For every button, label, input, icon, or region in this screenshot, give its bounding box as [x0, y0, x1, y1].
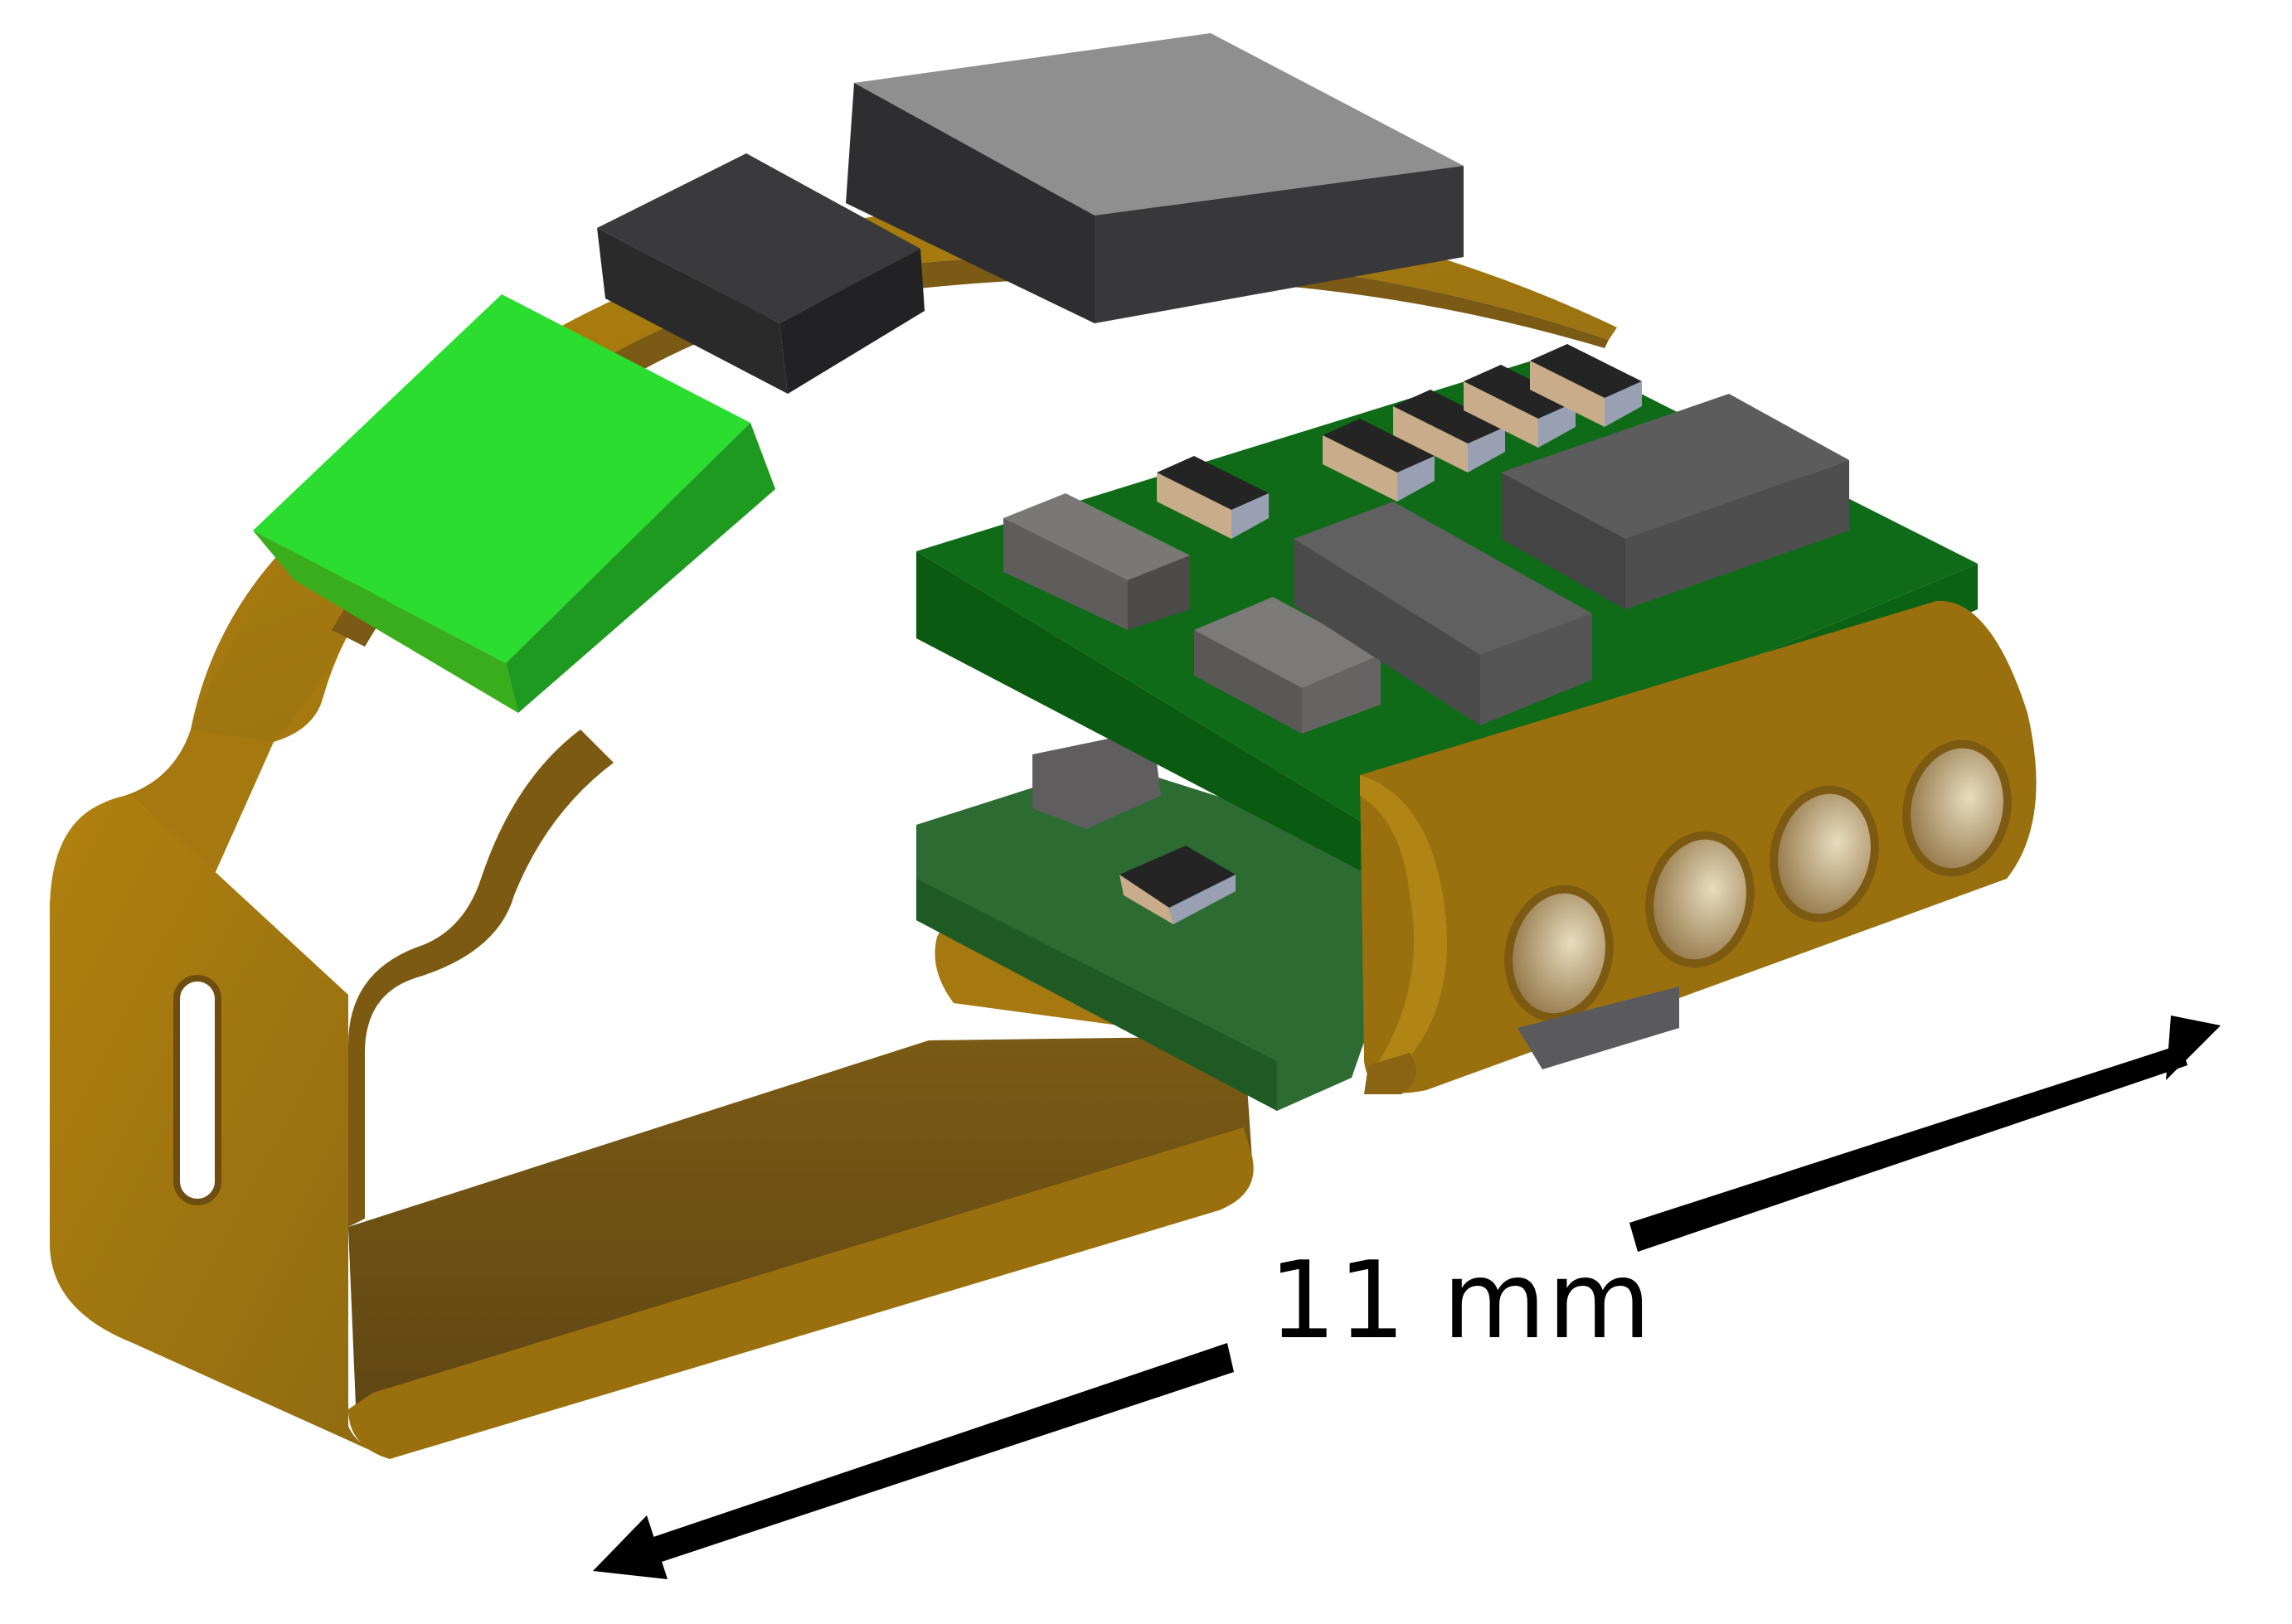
- hole-icon: [1645, 831, 1755, 968]
- resistor-3: [1393, 390, 1505, 473]
- resistor-4: [1464, 365, 1576, 448]
- hole-icon: [1504, 885, 1614, 1022]
- resistor-1: [1157, 456, 1269, 539]
- slot-icon: [173, 975, 221, 1205]
- lower-pcb: [916, 730, 1426, 1111]
- dimension-label: 11 mm: [1269, 1239, 1653, 1363]
- hole-icon: [1902, 739, 2012, 877]
- resistor-2: [1323, 419, 1435, 502]
- gray-ic-large: [846, 33, 1464, 323]
- pcb-components: [1003, 394, 1849, 734]
- dimension-arrow-right: [1629, 1016, 2221, 1252]
- dimension-arrow-left: [593, 1343, 1234, 1579]
- hole-icon: [1770, 785, 1879, 923]
- black-ic-small: [597, 153, 925, 394]
- resistors: [1157, 344, 1642, 539]
- connector-wrap: [1360, 600, 2037, 1094]
- resistor-5: [1530, 344, 1642, 427]
- resistor-lower: [1119, 846, 1236, 924]
- green-component: [253, 294, 775, 713]
